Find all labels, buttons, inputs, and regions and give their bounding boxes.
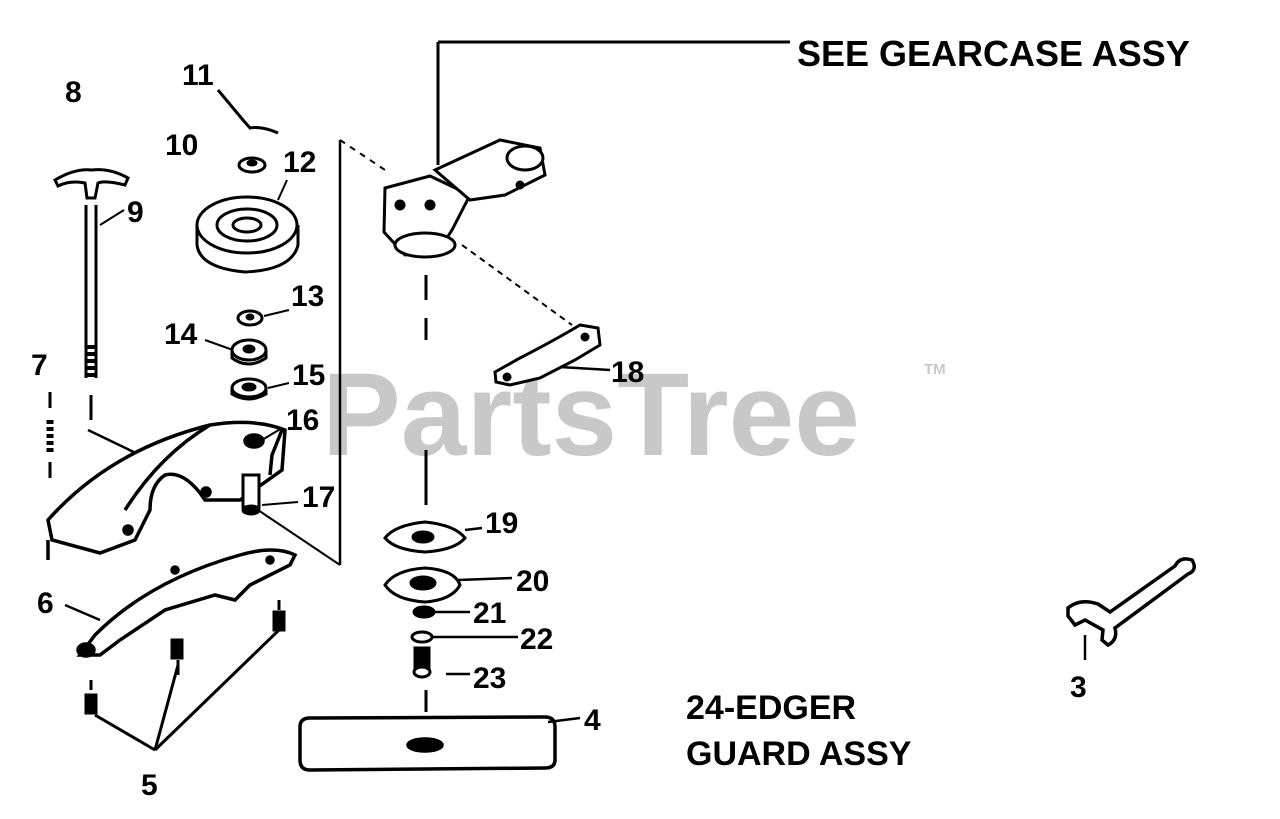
part-3-wrench bbox=[1066, 557, 1196, 648]
label-part-15[interactable]: 15 bbox=[292, 359, 325, 392]
label-part-12[interactable]: 12 bbox=[283, 146, 316, 179]
part-8-knob bbox=[53, 168, 130, 200]
label-part-7[interactable]: 7 bbox=[31, 349, 48, 382]
gearcase-assembly bbox=[382, 138, 547, 259]
part-17-stud bbox=[241, 473, 261, 516]
label-part-10[interactable]: 10 bbox=[165, 129, 198, 162]
part-10-washer bbox=[237, 156, 267, 174]
edger-guard-label-line1[interactable]: 24-EDGER bbox=[686, 689, 856, 727]
watermark-text: PartsTree bbox=[322, 349, 860, 481]
see-gearcase-assy-label[interactable]: SEE GEARCASE ASSY bbox=[797, 33, 1190, 74]
label-part-6[interactable]: 6 bbox=[37, 587, 54, 620]
label-part-11[interactable]: 11 bbox=[182, 59, 214, 92]
part-9-bolt bbox=[84, 205, 98, 420]
gearcase-leader bbox=[436, 40, 790, 165]
label-part-16[interactable]: 16 bbox=[286, 404, 319, 437]
label-part-5[interactable]: 5 bbox=[141, 769, 158, 802]
part-23-nut bbox=[412, 646, 432, 679]
part-18-clamp bbox=[493, 323, 602, 387]
edger-guard-label-line2[interactable]: GUARD ASSY bbox=[686, 735, 912, 773]
label-part-21[interactable]: 21 bbox=[473, 597, 506, 630]
part-14-bearing bbox=[230, 338, 268, 366]
label-part-23[interactable]: 23 bbox=[473, 662, 506, 695]
part-19-washer bbox=[383, 520, 467, 554]
part-11-pin bbox=[216, 89, 279, 135]
part-20-flange bbox=[383, 566, 462, 604]
label-part-17[interactable]: 17 bbox=[302, 481, 335, 514]
part-12-pulley bbox=[195, 195, 300, 274]
watermark-tm: TM bbox=[924, 361, 946, 378]
part-5-screws bbox=[84, 600, 286, 752]
part-22-lockwasher bbox=[410, 630, 434, 644]
part-15-washer bbox=[230, 377, 268, 401]
label-part-19[interactable]: 19 bbox=[485, 507, 518, 540]
label-part-4[interactable]: 4 bbox=[584, 704, 601, 737]
label-part-22[interactable]: 22 bbox=[520, 623, 553, 656]
label-part-8[interactable]: 8 bbox=[65, 76, 82, 109]
label-leaders bbox=[99, 179, 299, 506]
part-4-edger-blade bbox=[298, 715, 557, 772]
label-part-20[interactable]: 20 bbox=[516, 565, 549, 598]
parts-tree-watermark: PartsTree TM bbox=[322, 349, 946, 481]
label-part-9[interactable]: 9 bbox=[127, 196, 144, 229]
part-21-washer bbox=[412, 605, 436, 619]
part-6-blade bbox=[76, 548, 298, 658]
part-16-guard bbox=[46, 420, 287, 560]
label-part-14[interactable]: 14 bbox=[164, 318, 198, 351]
label-part-13[interactable]: 13 bbox=[291, 280, 324, 313]
label-part-3[interactable]: 3 bbox=[1070, 671, 1087, 704]
part-13-washer bbox=[236, 309, 264, 327]
label-part-18[interactable]: 18 bbox=[611, 356, 644, 389]
